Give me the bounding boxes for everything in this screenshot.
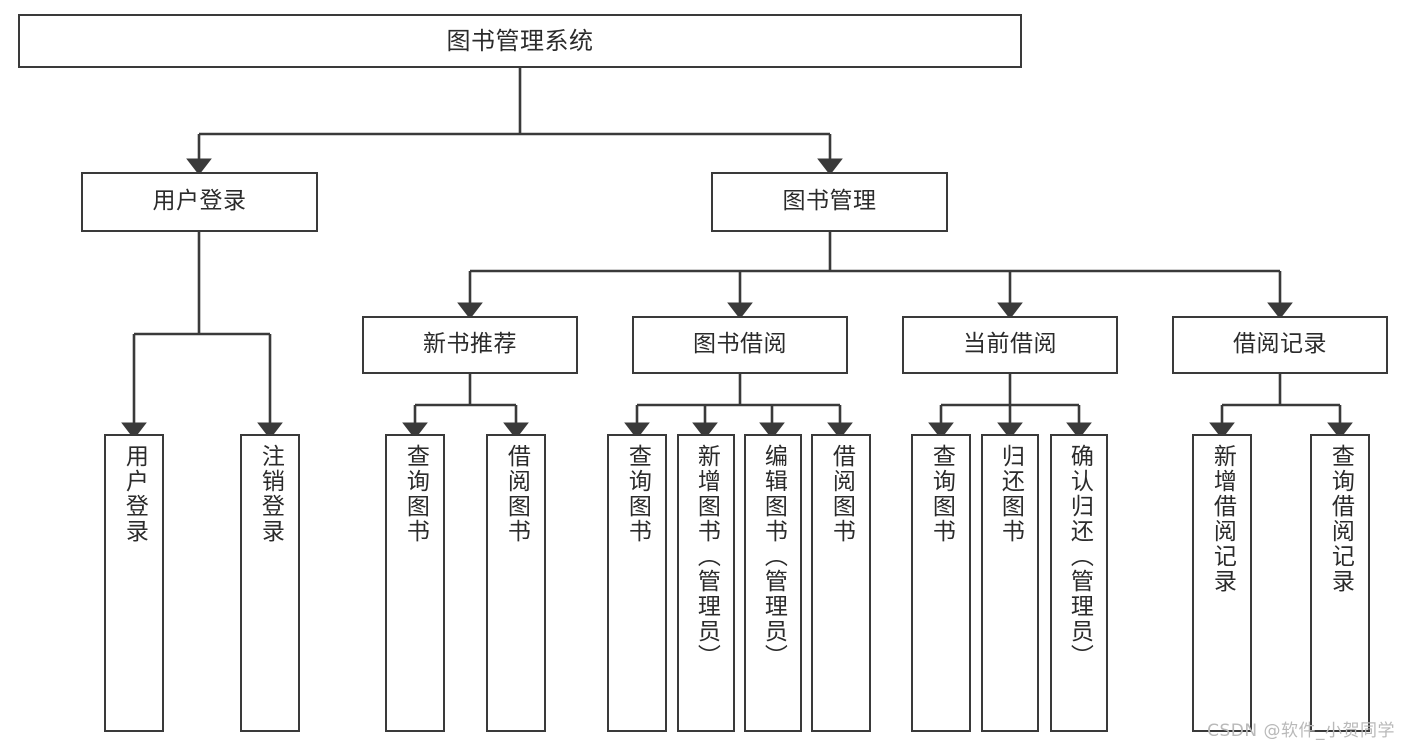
node-label: 图书借阅 (693, 331, 787, 358)
node-root-book-management-system[interactable]: 图书管理系统 (18, 14, 1022, 68)
node-user-login[interactable]: 用户登录 (81, 172, 318, 232)
leaf-borrow-record-query-record[interactable]: 查询借阅记录 (1310, 434, 1370, 732)
node-label: 图书管理 (782, 188, 877, 215)
node-label: 确认归还（管理员） (1066, 444, 1093, 669)
node-current-borrow[interactable]: 当前借阅 (902, 316, 1118, 374)
node-label: 图书管理系统 (446, 26, 594, 55)
leaf-user-login-logout[interactable]: 注销登录 (240, 434, 300, 732)
node-borrow-record[interactable]: 借阅记录 (1172, 316, 1388, 374)
node-label: 借阅图书 (503, 444, 530, 544)
node-label: 编辑图书（管理员） (760, 444, 787, 669)
leaf-new-book-query-book[interactable]: 查询图书 (385, 434, 445, 732)
leaf-book-borrow-edit-book-admin[interactable]: 编辑图书（管理员） (744, 434, 802, 732)
node-book-management[interactable]: 图书管理 (711, 172, 948, 232)
node-label: 当前借阅 (963, 331, 1057, 358)
node-label: 归还图书 (997, 444, 1024, 544)
leaf-user-login-login[interactable]: 用户登录 (104, 434, 164, 732)
leaf-current-borrow-return-book[interactable]: 归还图书 (981, 434, 1039, 732)
node-label: 借阅记录 (1233, 331, 1327, 358)
node-label: 用户登录 (121, 444, 148, 544)
leaf-new-book-borrow-book[interactable]: 借阅图书 (486, 434, 546, 732)
node-label: 新书推荐 (423, 331, 517, 358)
node-label: 查询图书 (928, 444, 955, 544)
node-label: 查询图书 (402, 444, 429, 544)
node-label: 新增借阅记录 (1209, 444, 1236, 594)
node-label: 用户登录 (152, 188, 247, 215)
leaf-book-borrow-add-book-admin[interactable]: 新增图书（管理员） (677, 434, 735, 732)
node-label: 查询借阅记录 (1327, 444, 1354, 594)
node-label: 新增图书（管理员） (693, 444, 720, 669)
node-label: 查询图书 (624, 444, 651, 544)
leaf-borrow-record-add-record[interactable]: 新增借阅记录 (1192, 434, 1252, 732)
leaf-current-borrow-confirm-return-admin[interactable]: 确认归还（管理员） (1050, 434, 1108, 732)
leaf-current-borrow-query-book[interactable]: 查询图书 (911, 434, 971, 732)
leaf-book-borrow-query-book[interactable]: 查询图书 (607, 434, 667, 732)
node-new-book-recommend[interactable]: 新书推荐 (362, 316, 578, 374)
node-book-borrow[interactable]: 图书借阅 (632, 316, 848, 374)
node-label: 注销登录 (257, 444, 284, 544)
watermark-text: CSDN @软件_小贺同学 (1207, 721, 1395, 741)
node-label: 借阅图书 (828, 444, 855, 544)
leaf-book-borrow-borrow-book[interactable]: 借阅图书 (811, 434, 871, 732)
